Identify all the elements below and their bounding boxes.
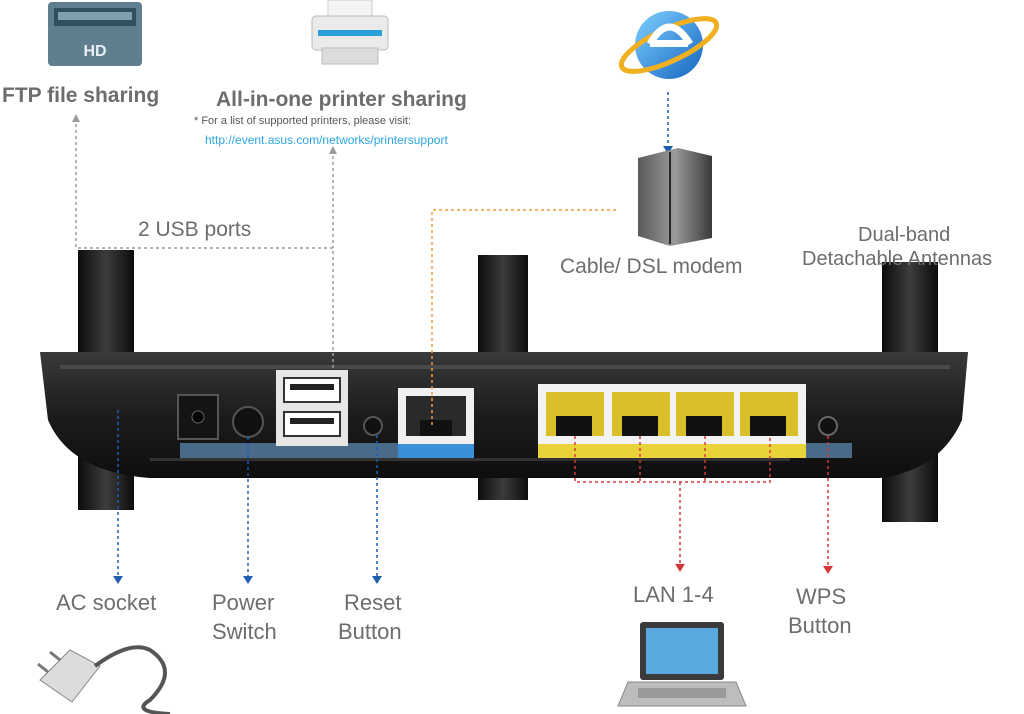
- wps-arrowhead: [823, 566, 833, 574]
- usb-port-1-tongue: [290, 384, 334, 390]
- printer-note: * For a list of supported printers, plea…: [194, 115, 412, 127]
- wps-label-strip: [806, 443, 852, 458]
- hd-badge-text: HD: [83, 43, 106, 60]
- ftp-arrowhead: [72, 114, 80, 122]
- lan-port-1: [546, 392, 604, 436]
- ac-socket-pin: [191, 410, 205, 424]
- printer-support-link[interactable]: http://event.asus.com/networks/printersu…: [205, 133, 448, 147]
- router-bottom-trim: [150, 458, 790, 461]
- lan-label: LAN 1-4: [633, 582, 714, 607]
- usb-ports-label: 2 USB ports: [138, 218, 252, 241]
- lan-label-strip: [538, 443, 806, 458]
- hard-drive-icon: [48, 2, 142, 66]
- power-plug-icon: [37, 645, 171, 714]
- internet-arrowhead: [663, 146, 673, 154]
- reset-button-label-line2: Button: [338, 619, 402, 644]
- modem-icon: [638, 148, 712, 246]
- printer-sharing-label: All-in-one printer sharing: [216, 88, 467, 111]
- wps-button-label-line2: Button: [788, 613, 852, 638]
- port-label-strip: [180, 443, 400, 458]
- wan-label-strip: [398, 443, 474, 458]
- usb-port-2-tongue: [290, 418, 334, 424]
- reset-button-label-line1: Reset: [344, 590, 402, 615]
- wan-port-latch: [420, 420, 452, 436]
- ac-socket-label: AC socket: [56, 590, 157, 615]
- reset-arrowhead: [372, 576, 382, 584]
- usb-connector-line: [75, 118, 334, 370]
- reset-button-hole: [363, 416, 383, 436]
- printer-arrowhead: [329, 146, 337, 154]
- wps-button-label-line1: WPS: [796, 584, 847, 609]
- power-switch-label-line1: Power: [212, 590, 275, 615]
- power-arrowhead: [243, 576, 253, 584]
- router-top-edge: [60, 365, 950, 369]
- antennas-label-line1: Dual-band: [858, 224, 951, 246]
- ftp-file-sharing-label: FTP file sharing: [2, 84, 160, 107]
- power-switch-button: [232, 406, 264, 438]
- lan-port-2: [612, 392, 670, 436]
- antennas-label-line2: Detachable Antennas: [802, 248, 993, 270]
- lan-arrowhead: [675, 564, 685, 572]
- power-switch-label-line2: Switch: [212, 619, 277, 644]
- lan-port-4: [740, 392, 798, 436]
- internet-explorer-icon: [618, 11, 720, 79]
- laptop-icon: [617, 622, 747, 707]
- printer-icon: [311, 0, 389, 65]
- wan-modem-connector: [431, 209, 618, 425]
- wps-button-hole: [818, 416, 838, 436]
- modem-label: Cable/ DSL modem: [560, 255, 743, 278]
- lan-port-3: [676, 392, 734, 436]
- ac-arrowhead: [113, 576, 123, 584]
